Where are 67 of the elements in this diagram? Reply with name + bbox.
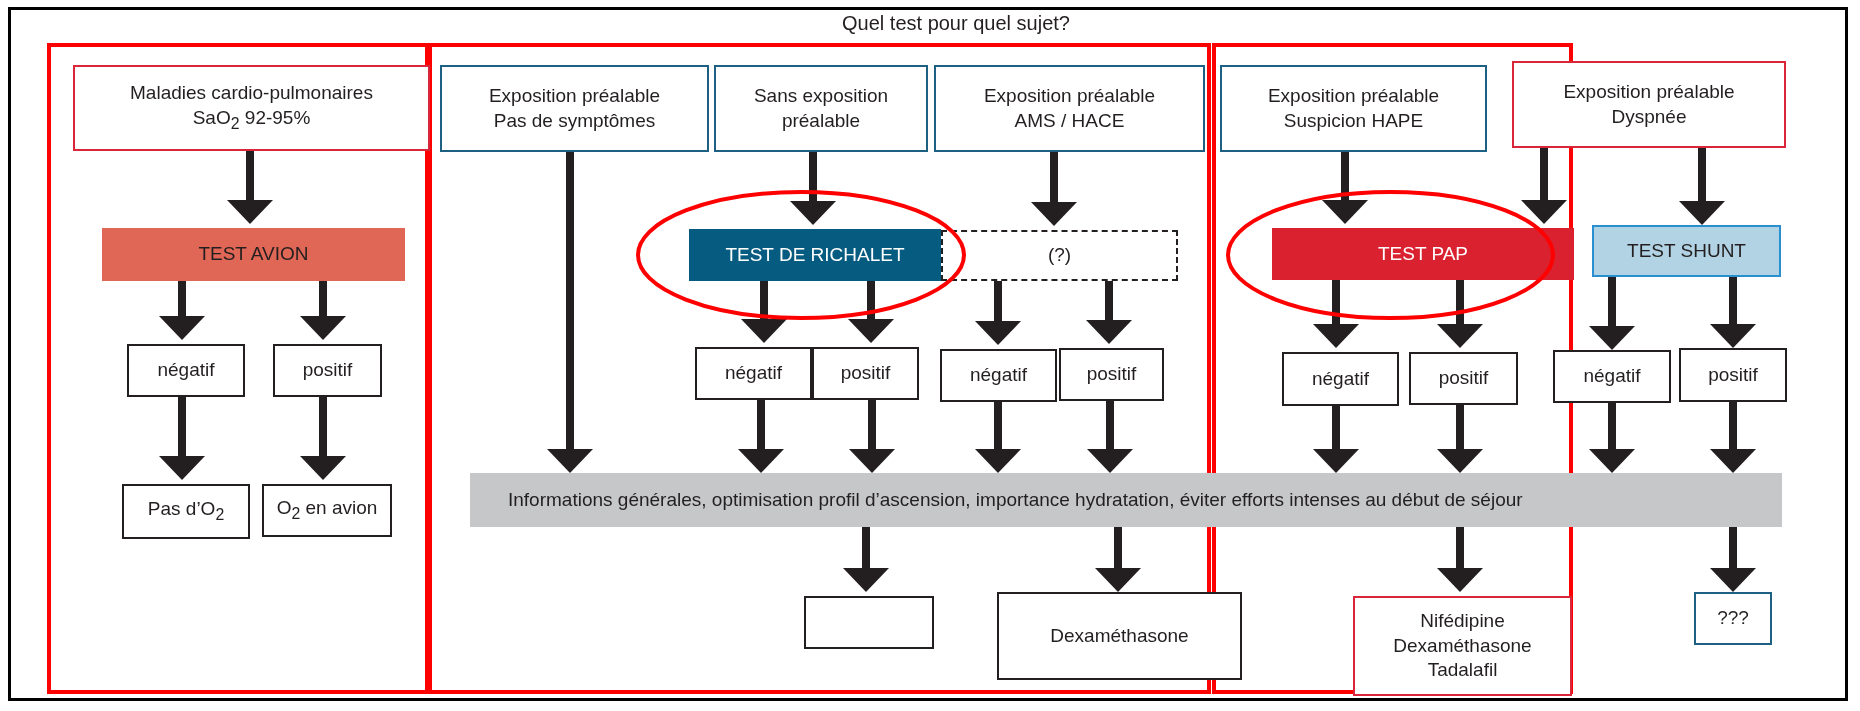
result-box bbox=[1679, 348, 1787, 402]
arrow bbox=[843, 527, 889, 592]
arrow bbox=[1679, 148, 1725, 225]
result-box bbox=[262, 484, 392, 537]
result-box bbox=[127, 344, 245, 397]
test-box bbox=[1272, 228, 1574, 280]
result-box bbox=[273, 344, 382, 397]
arrow bbox=[1095, 527, 1141, 592]
box-label: négatif bbox=[1583, 364, 1641, 389]
test-box bbox=[1592, 225, 1781, 277]
box-label: négatif bbox=[969, 363, 1027, 388]
box-label: positif bbox=[840, 361, 891, 386]
box-label: négatif bbox=[1311, 366, 1369, 391]
box-label: Exposition préalable Pas de symptômes bbox=[487, 83, 662, 133]
box-label: TEST SHUNT bbox=[1627, 238, 1746, 263]
box-label: positif bbox=[1086, 362, 1137, 387]
arrow bbox=[1589, 277, 1635, 350]
condition-box bbox=[1220, 65, 1487, 152]
arrow bbox=[1521, 148, 1567, 224]
result-box bbox=[122, 484, 250, 539]
arrow bbox=[1437, 527, 1483, 592]
condition-box bbox=[1694, 592, 1772, 645]
box-label: ??? bbox=[1717, 606, 1749, 631]
result-box bbox=[1553, 350, 1671, 403]
condition-box bbox=[1512, 61, 1786, 148]
box-label: négatif bbox=[157, 358, 215, 383]
box-label: O$_{2}$ en avion bbox=[276, 496, 378, 525]
dashed-box bbox=[941, 230, 1178, 281]
test-box bbox=[689, 229, 941, 281]
result-box bbox=[940, 349, 1057, 402]
result-box bbox=[812, 347, 919, 400]
box-label: Pas d’O$_{2}$ bbox=[147, 497, 225, 526]
result-box bbox=[1282, 352, 1399, 406]
box-label: Exposition préalable AMS / HACE bbox=[982, 83, 1157, 133]
box-label: Exposition préalable Dyspnée bbox=[1562, 79, 1736, 129]
condition-box bbox=[1353, 596, 1572, 696]
condition-box bbox=[73, 65, 430, 151]
box-label: TEST DE RICHALET bbox=[725, 242, 905, 267]
result-box bbox=[804, 596, 934, 649]
arrow bbox=[1589, 403, 1635, 473]
info-band bbox=[470, 473, 1782, 527]
box-label: Maladies cardio-pulmonaires SaO$_{2}$ 92-95% bbox=[129, 81, 374, 134]
box-label: Dexaméthasone bbox=[1050, 623, 1189, 648]
box-label: Informations générales, optimisation profil d’ascension, importance hydratation, éviter efforts intenses au début de séjour bbox=[508, 487, 1523, 512]
result-box bbox=[1409, 352, 1518, 405]
box-label: positif bbox=[1708, 362, 1758, 387]
box-label: TEST PAP bbox=[1377, 241, 1469, 266]
condition-box bbox=[714, 65, 928, 152]
condition-box bbox=[440, 65, 709, 152]
diagram-title: Quel test pour quel sujet? bbox=[841, 12, 1071, 35]
result-box bbox=[695, 347, 812, 400]
highlight-frame bbox=[47, 43, 429, 694]
box-label: TEST AVION bbox=[198, 242, 309, 267]
result-box bbox=[997, 592, 1242, 680]
result-box bbox=[1059, 348, 1164, 401]
box-label: Exposition préalable Suspicion HAPE bbox=[1266, 83, 1441, 133]
box-label: positif bbox=[302, 358, 353, 383]
arrow bbox=[1710, 277, 1756, 348]
box-label: (?) bbox=[1047, 243, 1072, 268]
box-label: Nifédipine Dexaméthasone Tadalafil bbox=[1392, 608, 1533, 683]
box-label: négatif bbox=[724, 361, 782, 386]
box-label: Sans exposition préalable bbox=[752, 83, 890, 133]
arrow bbox=[1710, 402, 1756, 473]
condition-box bbox=[934, 65, 1205, 152]
test-box bbox=[102, 228, 405, 281]
arrow bbox=[1710, 527, 1756, 592]
box-label: positif bbox=[1438, 366, 1489, 391]
